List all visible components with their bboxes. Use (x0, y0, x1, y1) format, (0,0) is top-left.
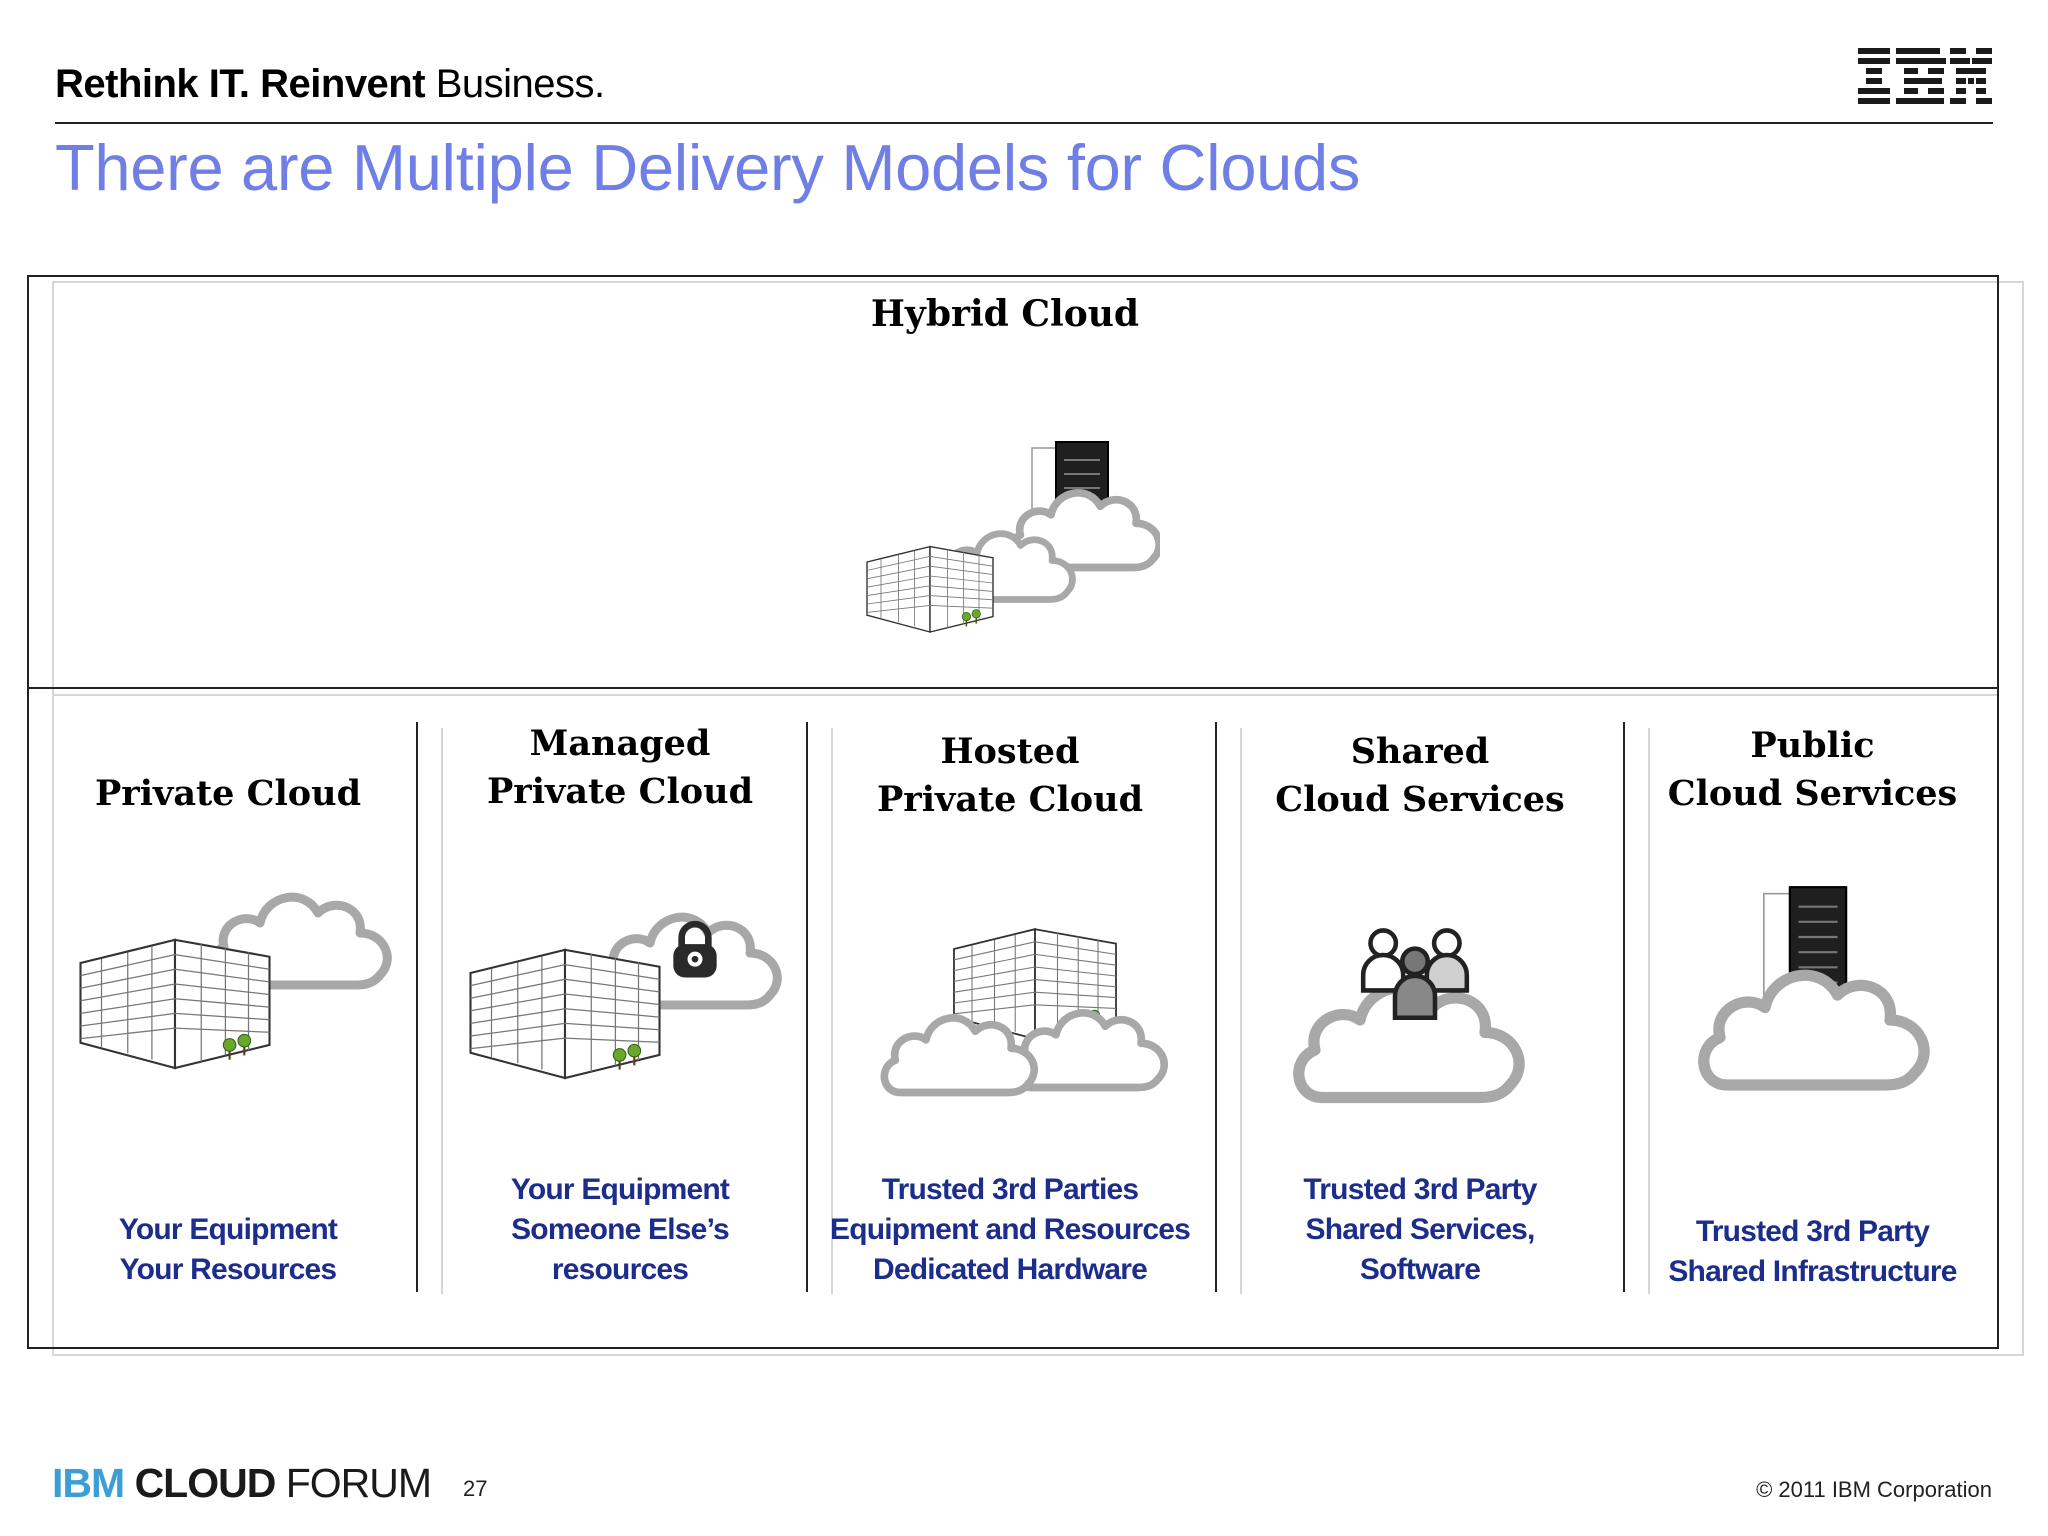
column-description-line: Your Equipment (510, 1173, 730, 1206)
mid-divider-shadow (52, 694, 1997, 696)
footer-brand-cloud: CLOUD (134, 1460, 277, 1506)
column-title-line: Managed (529, 723, 711, 764)
column-divider (416, 722, 418, 1292)
ibm-logo-icon (1858, 48, 1992, 104)
column-description-line: Shared Infrastructure (1668, 1255, 1957, 1288)
copyright: © 2011 IBM Corporation (1756, 1477, 1992, 1502)
hybrid-cloud-title: Hybrid Cloud (870, 293, 1140, 335)
column-public-cloud-services: Public Cloud Services Trusted 3rd Party … (1640, 700, 1985, 1300)
column-description-line: Trusted 3rd Party (1303, 1173, 1537, 1206)
column-description: Trusted 3rd Party Shared Infrastructure (1620, 1212, 2005, 1292)
column-private-cloud: Private Cloud Your Equipment Your Resour… (40, 700, 416, 1300)
column-description-line: resources (551, 1253, 689, 1286)
tagline-regular: Business. (435, 62, 605, 106)
public-cloud-services-illustration (1690, 885, 1950, 1115)
column-divider (1623, 722, 1625, 1292)
column-title: Managed Private Cloud (430, 720, 810, 816)
column-title-line: Cloud Services (1275, 779, 1565, 820)
column-description-line: Your Resources (119, 1253, 337, 1286)
building-icon (469, 948, 661, 1080)
column-hosted-private-cloud: Hosted Private Cloud Trusted 3rd Parties… (820, 700, 1200, 1300)
building-icon (79, 938, 271, 1070)
column-divider-shadow (441, 728, 443, 1294)
column-description-line: Shared Services, (1305, 1213, 1535, 1246)
column-divider (806, 722, 808, 1292)
column-title-line: Hosted (940, 731, 1080, 772)
column-title-line: Private Cloud (94, 773, 362, 814)
column-description-line: Trusted 3rd Parties (881, 1173, 1139, 1206)
column-description: Your Equipment Your Resources (20, 1210, 436, 1290)
private-cloud-illustration (79, 870, 410, 1070)
column-title: Shared Cloud Services (1230, 728, 1610, 824)
column-divider-shadow (1648, 728, 1650, 1294)
column-description-line: Your Equipment (118, 1213, 338, 1246)
cloud-icon (1704, 975, 1924, 1085)
column-divider (1215, 722, 1217, 1292)
column-description-line: Trusted 3rd Party (1695, 1215, 1930, 1248)
column-title-line: Public (1750, 725, 1875, 766)
footer-brand-ibm: IBM (52, 1460, 125, 1506)
column-title-line: Cloud Services (1667, 773, 1958, 814)
hybrid-cloud-illustration (866, 441, 1160, 633)
column-title-line: Private Cloud (876, 779, 1144, 820)
hosted-private-cloud-illustration (875, 928, 1175, 1120)
column-managed-private-cloud: Managed Private Cloud Your Equipment Som… (430, 700, 810, 1300)
column-description-line: Equipment and Resources (829, 1213, 1191, 1246)
footer-brand-forum: FORUM (285, 1460, 432, 1506)
tagline: Rethink IT. Reinvent Business. (55, 62, 605, 107)
mid-divider (27, 687, 1999, 689)
column-title: Hosted Private Cloud (820, 728, 1200, 824)
column-description: Your Equipment Someone Else’s resources (410, 1170, 830, 1290)
slide-title: There are Multiple Delivery Models for C… (55, 131, 1361, 204)
column-divider-shadow (1240, 728, 1242, 1294)
tagline-bold: Rethink IT. Reinvent (55, 62, 426, 106)
column-description-line: Dedicated Hardware (872, 1253, 1148, 1286)
shared-cloud-services-illustration (1285, 925, 1545, 1125)
header-divider (55, 122, 1993, 124)
column-divider-shadow (831, 728, 833, 1294)
column-title-line: Private Cloud (486, 771, 754, 812)
page-number: 27 (463, 1476, 488, 1501)
frame-shadow (52, 281, 2024, 1356)
column-description-line: Someone Else’s (511, 1213, 730, 1246)
footer-brand: IBM CLOUD FORUM (52, 1460, 432, 1507)
managed-private-cloud-illustration (469, 890, 800, 1080)
column-title: Private Cloud (40, 770, 416, 818)
diagram-frame (27, 275, 1999, 1349)
column-description-line: Software (1359, 1253, 1481, 1286)
column-title-line: Shared (1350, 731, 1490, 772)
column-title: Public Cloud Services (1640, 722, 1985, 818)
column-description: Trusted 3rd Party Shared Services, Softw… (1210, 1170, 1630, 1290)
column-description: Trusted 3rd Parties Equipment and Resour… (800, 1170, 1220, 1290)
column-shared-cloud-services: Shared Cloud Services Trusted 3rd Party … (1230, 700, 1610, 1300)
building-icon (866, 545, 994, 633)
